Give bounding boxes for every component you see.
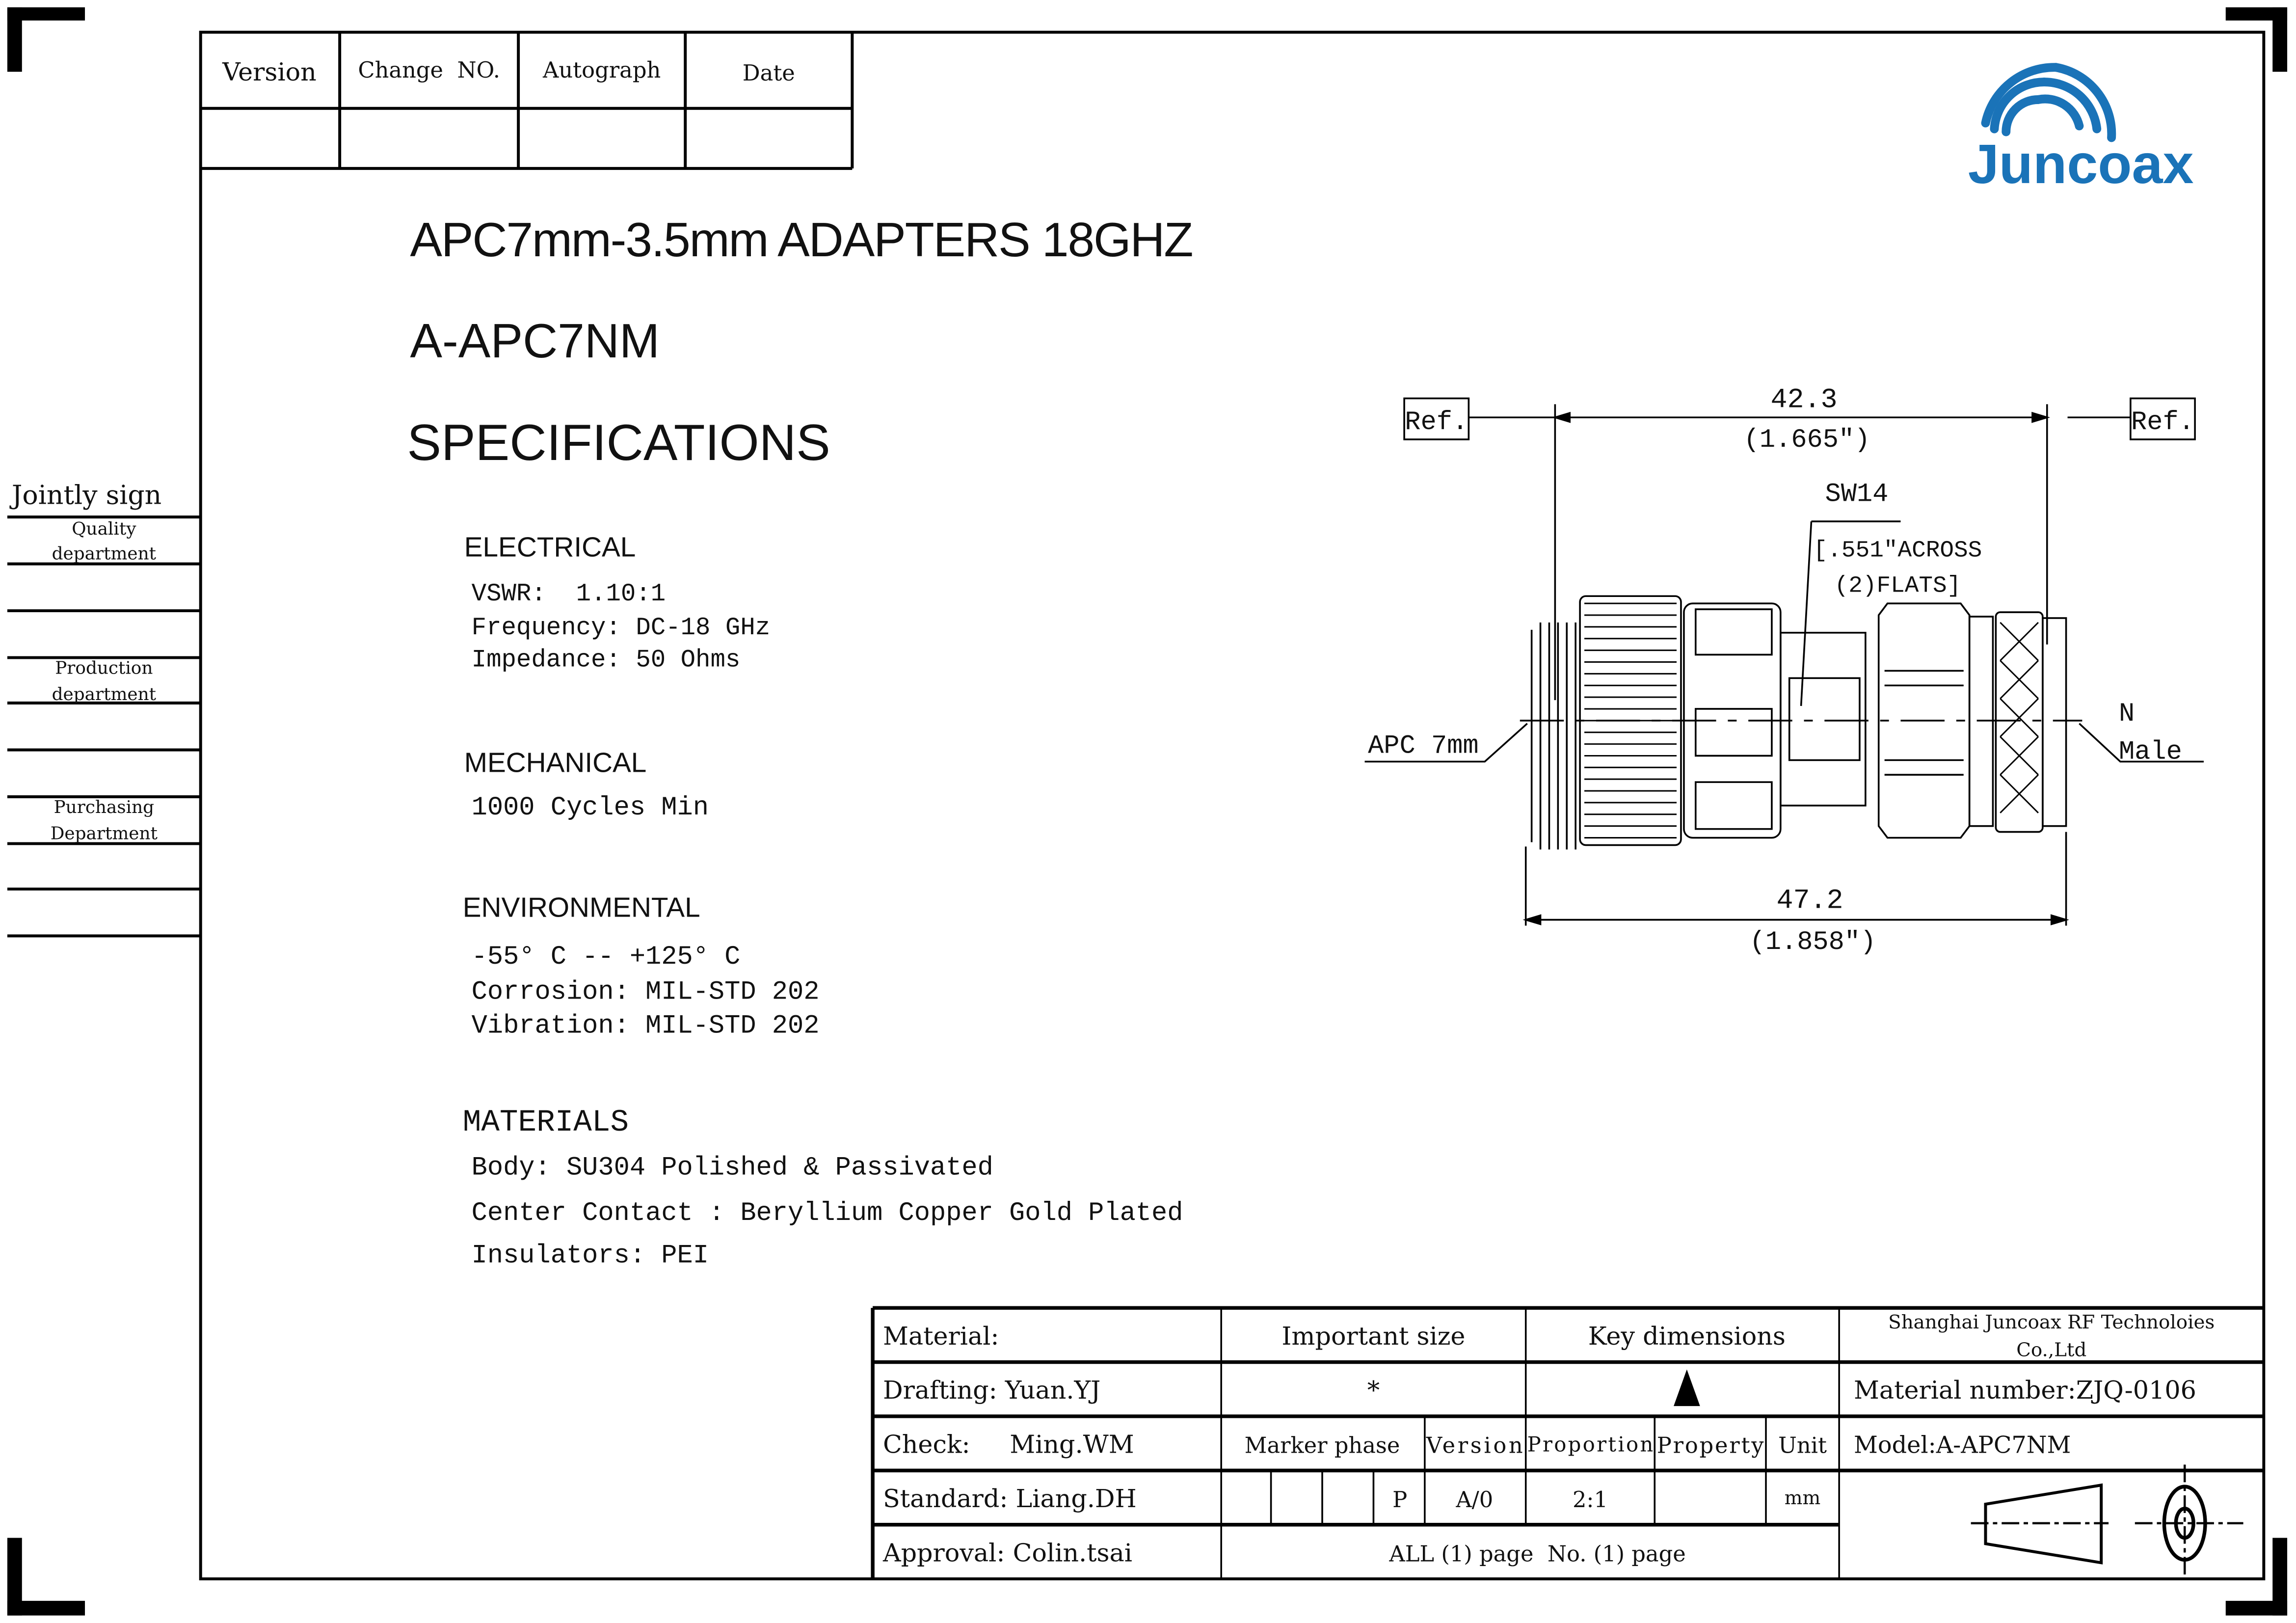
important-size-label: Important size xyxy=(1281,1322,1465,1351)
production-label: Production xyxy=(55,658,153,678)
apc7-label: APC 7mm xyxy=(1368,731,1479,761)
sheet-border xyxy=(199,30,2266,1581)
model-number: A-APC7NM xyxy=(410,314,660,368)
marker-phase-value: P xyxy=(1392,1487,1407,1513)
revision-table: Version Change NO. Autograph Date xyxy=(200,32,854,170)
dim-overall-ref-inch: (1.665") xyxy=(1744,425,1870,455)
quality-label-2: department xyxy=(52,544,157,564)
corrosion: Corrosion: MIL-STD 202 xyxy=(472,977,820,1007)
revision-header-version: Version xyxy=(222,57,317,86)
revision-header-autograph: Autograph xyxy=(542,57,661,83)
male-label: Male xyxy=(2119,737,2182,767)
model: Model:A-APC7NM xyxy=(1854,1432,2071,1459)
frequency: Frequency: DC-18 GHz xyxy=(472,614,771,642)
jointly-sign-label: Jointly sign xyxy=(9,479,161,510)
unit-value: mm xyxy=(1785,1487,1821,1509)
impedance: Impedance: 50 Ohms xyxy=(472,646,741,674)
revision-header-date: Date xyxy=(743,60,795,86)
purchasing-label: Purchasing xyxy=(54,797,155,817)
proportion-value: 2:1 xyxy=(1573,1487,1608,1513)
electrical-heading: ELECTRICAL xyxy=(464,532,636,563)
version-label: Version xyxy=(1426,1433,1523,1459)
dim-overall-inch: (1.858") xyxy=(1750,927,1876,957)
specifications: ELECTRICAL VSWR: 1.10:1 Frequency: DC-18… xyxy=(463,532,1183,1271)
dim-overall: 47.2 xyxy=(1776,886,1843,917)
vswr: VSWR: 1.10:1 xyxy=(472,580,666,608)
jointly-sign-column: Jointly sign Quality department Producti… xyxy=(7,479,201,938)
unit-label: Unit xyxy=(1778,1433,1827,1459)
environmental-heading: ENVIRONMENTAL xyxy=(463,893,700,923)
flats-note-2: (2)FLATS] xyxy=(1835,572,1961,599)
contact-material: Center Contact : Beryllium Copper Gold P… xyxy=(472,1198,1183,1228)
proportion-label: Proportion xyxy=(1527,1433,1654,1457)
version-value: A/0 xyxy=(1455,1487,1493,1513)
property-label: Property xyxy=(1657,1433,1764,1459)
ref-left: Ref. xyxy=(1405,407,1468,437)
page-count: ALL (1) page No. (1) page xyxy=(1388,1541,1685,1567)
company-name: Shanghai Juncoax RF Technoloies xyxy=(1888,1311,2215,1333)
key-dimensions-label: Key dimensions xyxy=(1588,1322,1786,1351)
title-block: Material: Important size Key dimensions … xyxy=(871,1306,2264,1579)
company-name-2: Co.,Ltd xyxy=(2016,1339,2086,1361)
quality-label: Quality xyxy=(72,519,136,539)
key-dimension-triangle-icon xyxy=(1674,1369,1700,1407)
body-material: Body: SU304 Polished & Passivated xyxy=(472,1153,993,1183)
important-size-symbol: * xyxy=(1367,1376,1380,1405)
dim-overall-ref: 42.3 xyxy=(1771,384,1838,416)
ref-right: Ref. xyxy=(2131,407,2194,437)
materials-heading: MATERIALS xyxy=(463,1105,629,1140)
juncoax-logo: Juncoax xyxy=(1968,63,2194,195)
n-label: N xyxy=(2119,699,2135,729)
logo-text: Juncoax xyxy=(1968,133,2194,195)
wrench-size: SW14 xyxy=(1825,479,1889,509)
product-title: APC7mm-3.5mm ADAPTERS 18GHZ xyxy=(410,213,1193,267)
vibration: Vibration: MIL-STD 202 xyxy=(472,1011,820,1041)
specifications-heading: SPECIFICATIONS xyxy=(407,414,830,471)
corner-marks xyxy=(7,7,2288,1616)
production-label-2: department xyxy=(52,684,157,704)
revision-header-change: Change NO. xyxy=(358,57,500,83)
cycles: 1000 Cycles Min xyxy=(472,793,709,823)
standard: Standard: Liang.DH xyxy=(883,1484,1137,1513)
flats-note-1: [.551"ACROSS xyxy=(1814,538,1982,564)
material-number: Material number:ZJQ-0106 xyxy=(1854,1376,2196,1405)
marker-phase-label: Marker phase xyxy=(1245,1433,1400,1459)
material-label: Material: xyxy=(883,1322,999,1351)
temperature: -55° C -- +125° C xyxy=(472,942,741,972)
check: Check: Ming.WM xyxy=(883,1430,1134,1459)
projection-symbol-icon xyxy=(1971,1464,2243,1579)
approval: Approval: Colin.tsai xyxy=(882,1538,1132,1567)
mechanical-heading: MECHANICAL xyxy=(464,747,647,778)
purchasing-label-2: Department xyxy=(51,823,158,843)
drafting: Drafting: Yuan.YJ xyxy=(883,1376,1100,1405)
insulator-material: Insulators: PEI xyxy=(472,1241,709,1271)
connector-drawing: Ref. Ref. 42.3 (1.665") SW14 [.551"ACROS… xyxy=(1364,384,2204,957)
